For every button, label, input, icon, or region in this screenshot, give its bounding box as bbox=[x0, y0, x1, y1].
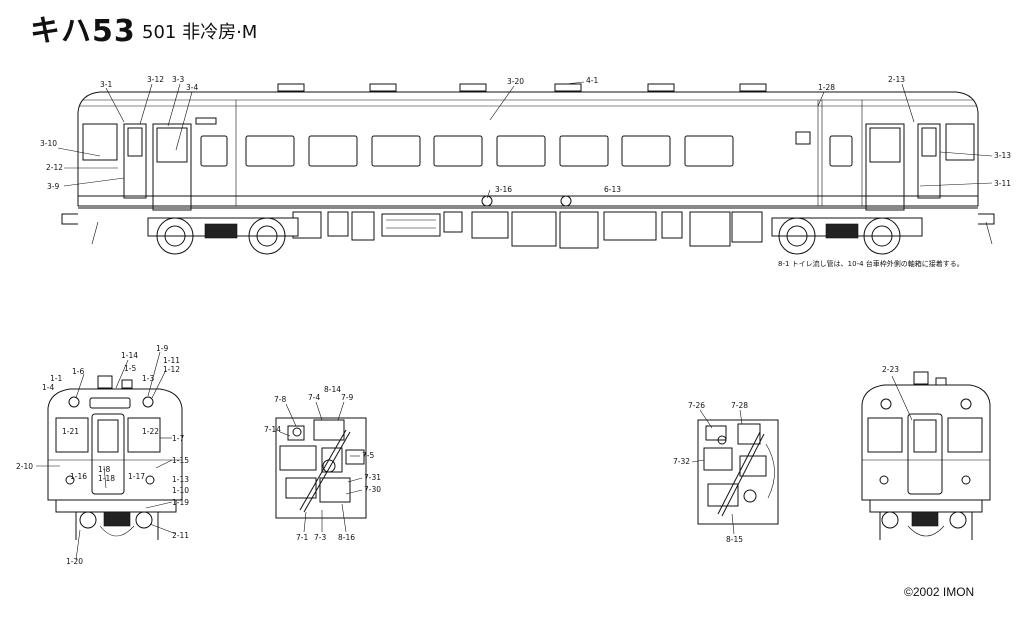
part-label: 1-17 bbox=[128, 472, 145, 481]
part-label: 6-13 bbox=[604, 185, 621, 194]
part-label: 7-4 bbox=[308, 393, 320, 402]
part-label: 2-13 bbox=[888, 75, 905, 84]
part-label: 2-10 bbox=[16, 462, 33, 471]
part-label: 7-3 bbox=[314, 533, 326, 542]
front-leaders bbox=[36, 351, 177, 561]
part-label: 1-21 bbox=[62, 427, 79, 436]
part-label: 1-10 bbox=[172, 486, 189, 495]
part-label: 1-7 bbox=[172, 434, 184, 443]
part-label: 1-6 bbox=[72, 367, 84, 376]
part-label: 1-3 bbox=[142, 374, 154, 383]
part-label: 1-28 bbox=[818, 83, 835, 92]
part-label: 7-26 bbox=[688, 401, 705, 410]
part-label: 8-15 bbox=[726, 535, 743, 544]
part-label: 1-9 bbox=[156, 344, 168, 353]
part-label: 8-16 bbox=[338, 533, 355, 542]
part-label: 1-22 bbox=[142, 427, 159, 436]
assembly-note: 8-1 トイレ流し管は、10-4 台車枠外側の軸箱に接着する。 bbox=[778, 260, 964, 268]
part-label: 7-5 bbox=[362, 451, 374, 460]
part-label: 7-32 bbox=[673, 457, 690, 466]
right-cab bbox=[865, 123, 975, 211]
part-label: 1-16 bbox=[70, 472, 87, 481]
side-view: 3-1 3-12 3-3 3-4 3-20 4-1 1-28 2-13 3-10… bbox=[40, 75, 1011, 255]
page-title: キハ53 bbox=[30, 14, 136, 49]
part-label: 7-8 bbox=[274, 395, 286, 404]
underfloor-detail-b: 7-26 7-28 7-32 8-15 bbox=[673, 401, 779, 544]
part-label: 1-1 bbox=[50, 374, 62, 383]
part-label: 3-13 bbox=[994, 151, 1011, 160]
part-label: 2-23 bbox=[882, 365, 899, 374]
rear-view: 2-23 bbox=[861, 365, 991, 540]
part-label: 8-14 bbox=[324, 385, 341, 394]
part-label: 1-5 bbox=[124, 364, 136, 373]
car-body-outline bbox=[77, 91, 979, 207]
part-label: 3-12 bbox=[147, 75, 164, 84]
side-labels: 3-1 3-12 3-3 3-4 3-20 4-1 1-28 2-13 3-10… bbox=[40, 75, 1011, 194]
part-label: 1-12 bbox=[163, 365, 180, 374]
part-label: 2-11 bbox=[172, 531, 189, 540]
part-label: 7-31 bbox=[364, 473, 381, 482]
part-label: 3-10 bbox=[40, 139, 57, 148]
part-label: 1-19 bbox=[172, 498, 189, 507]
part-label: 7-14 bbox=[264, 425, 281, 434]
underfloor-detail-a: 8-14 7-8 7-4 7-9 7-14 7-5 7-31 7-30 7-1 … bbox=[264, 385, 381, 542]
part-label: 3-3 bbox=[172, 75, 184, 84]
part-label: 3-16 bbox=[495, 185, 512, 194]
part-label: 1-14 bbox=[121, 351, 138, 360]
side-leaders bbox=[57, 81, 993, 199]
passenger-windows bbox=[245, 131, 853, 167]
part-label: 3-11 bbox=[994, 179, 1011, 188]
front-view: 1-9 1-14 1-11 1-5 1-12 1-1 1-6 1-3 1-4 1… bbox=[16, 344, 189, 566]
part-label: 7-1 bbox=[296, 533, 308, 542]
part-label: 1-13 bbox=[172, 475, 189, 484]
coupler-left bbox=[61, 213, 78, 225]
part-label: 3-20 bbox=[507, 77, 524, 86]
underfloor-equipment bbox=[292, 211, 763, 249]
part-label: 7-9 bbox=[341, 393, 353, 402]
part-label: 3-9 bbox=[47, 182, 59, 191]
part-label: 1-8 bbox=[98, 465, 110, 474]
part-label: 1-20 bbox=[66, 557, 83, 566]
part-label: 3-4 bbox=[186, 83, 198, 92]
part-label: 1-11 bbox=[163, 356, 180, 365]
part-label: 7-30 bbox=[364, 485, 381, 494]
part-label: 1-15 bbox=[172, 456, 189, 465]
roof-ventilators bbox=[277, 83, 767, 92]
part-label: 2-12 bbox=[46, 163, 63, 172]
front-labels: 1-9 1-14 1-11 1-5 1-12 1-1 1-6 1-3 1-4 1… bbox=[16, 344, 189, 566]
bogie-left bbox=[147, 217, 299, 255]
page-subtitle: 501 非冷房·M bbox=[142, 22, 258, 43]
bogie-right bbox=[771, 217, 923, 255]
part-label: 4-1 bbox=[586, 76, 598, 85]
left-cab bbox=[82, 117, 228, 211]
part-label: 1-4 bbox=[42, 383, 54, 392]
coupler-right bbox=[978, 213, 995, 225]
copyright-text: ©2002 IMON bbox=[904, 585, 975, 599]
part-label: 7-28 bbox=[731, 401, 748, 410]
part-label: 3-1 bbox=[100, 80, 112, 89]
part-label: 1-18 bbox=[98, 474, 115, 483]
